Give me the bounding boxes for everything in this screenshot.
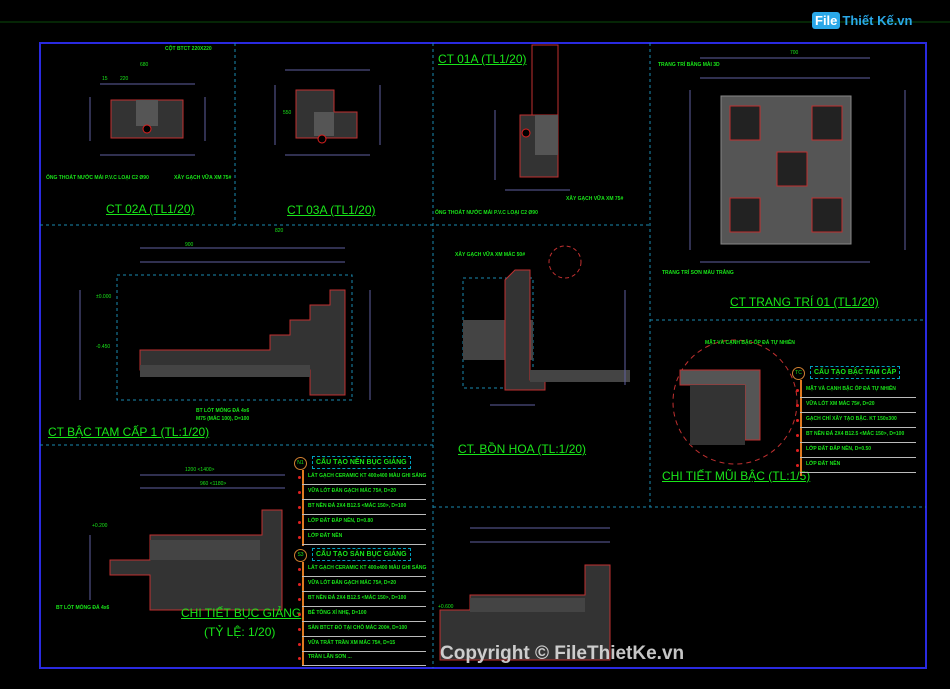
filethietke-logo: File Thiết Kế.vn [812,12,912,29]
legend-badge: TC [792,367,805,380]
legend-bar [800,380,802,476]
ct02a-plan [89,83,206,156]
title-buc-giang-scale: (TỶ LỆ: 1/20) [204,625,276,639]
note-trang-tri-bot: TRANG TRÍ SƠN MÀU TRẮNG [662,270,734,276]
note-xay-gach-01a: XÂY GẠCH VỮA XM 75# [566,196,624,202]
legend-item: VỮA LÓT ĐÁN GẠCH MÁC 75#, D=20 [298,486,426,500]
legend-item: TRẦN LĂN SƠN ... [298,652,426,666]
title-buc-giang: CHI TIẾT BỤC GIẢNG [181,606,302,620]
level-200: +0.200 [92,523,108,529]
note-cot-btct: CỘT BTCT 220X220 [165,46,212,52]
logo-rest: Thiết Kế.vn [842,13,913,28]
dim-550: 550 [283,110,292,116]
note-trang-tri-top: TRANG TRÍ BẰNG MÀI 3D [658,62,720,68]
note-xay-gach: XÂY GẠCH VỮA XM 75# [174,175,232,181]
legend-item: GẠCH CHỈ XÂY TẠO BẬC. KT 150x300 [796,414,916,428]
legend-item: BT NỀN ĐÁ 2X4 B12.5 <MÁC 150>, D=100 [796,429,916,443]
title-mui-bac: CHI TIẾT MŨI BẬC (TL:1/5) [662,469,811,483]
dim-900: 900 [185,242,194,248]
trang-tri-plan [689,57,906,263]
note-mac: M75 (MÁC 100), D=100 [196,416,250,422]
dim-1200: 1200 <1400> [185,467,215,473]
legend-bar [302,562,304,666]
legend-item: BÊ TÔNG XỈ NHẸ, D=100 [298,608,426,622]
title-ct02a: CT 02A (TL1/20) [106,202,195,216]
note-bt-lot-bg: BT LÓT MÓNG ĐÁ 4x6 [56,605,110,611]
legend-title: CẤU TẠO BẬC TAM CẤP [810,366,901,379]
title-ct01a: CT 01A (TL1/20) [438,52,527,66]
legend-item: LÁT GẠCH CERAMIC KT 400x400 MÀU GHI SÁNG [298,563,426,577]
legend-badge: S3 [294,549,307,562]
legend-item: BT NỀN ĐÁ 2X4 B12.5 <MÁC 150>, D=100 [298,593,426,607]
note-ong-thoat-01a: ỐNG THOÁT NƯỚC MÁI P.V.C LOẠI C2 Ø90 [435,210,538,216]
ct03a-plan [274,69,381,156]
legend-bar [302,470,304,546]
bac-tam-cap-section [79,247,371,401]
level-600: +0.600 [438,604,454,610]
dim-15: 15 [102,76,108,82]
mui-bac-detail [672,339,798,465]
legend-item: LÁT GẠCH CERAMIC KT 400x400 MÀU GHI SÁNG [298,471,426,485]
note-bt-lot: BT LÓT MÓNG ĐÁ 4x6 [196,408,250,414]
logo-file: File [812,12,841,29]
legend-item: VỮA LÓT ĐÁN GẠCH MÁC 75#, D=20 [298,578,426,592]
legend-badge: N1 [294,457,307,470]
dim-220: 220 [120,76,129,82]
legend-item: SÀN BTCT ĐỔ TẠI CHỖ MÁC 200#, D=100 [298,623,426,637]
title-trang-tri: CT TRANG TRÍ 01 (TL1/20) [730,295,879,309]
legend-item: LỚP ĐẤT ĐẮP NỀN, D=0.80 [298,516,426,530]
panel-dividers [40,43,926,668]
legend-title: CẤU TẠO NỀN BỤC GIẢNG [312,456,411,469]
legend-item: MẶT VÀ CẠNH BẬC ỐP ĐÁ TỰ NHIÊN [796,384,916,398]
note-xay-gach-bh: XÂY GẠCH VỮA XM MÁC 50# [455,252,525,258]
buc-giang-section-2 [439,527,611,661]
dim-960: 960 <1180> [200,481,227,487]
dim-820: 820 [275,228,284,234]
legend-item: LỚP ĐẤT ĐẮP NỀN, D=0.50 [796,444,916,458]
ct01a-plan [494,44,570,191]
legend-item: BT NỀN ĐÁ 2X4 B12.5 <MÁC 150>, D=100 [298,501,426,515]
note-mat-va-canh: MẶT VÀ CẠNH BẬC ỐP ĐÁ TỰ NHIÊN [705,340,795,346]
bon-hoa-section [462,245,630,406]
level-neg450: -0.450 [96,344,111,350]
legend-title: CẤU TẠO SÀN BỤC GIẢNG [312,548,411,561]
title-ct03a: CT 03A (TL1/20) [287,203,376,217]
copyright-watermark: Copyright © FileThietKe.vn [440,643,685,664]
title-bon-hoa: CT. BỒN HOA (TL:1/20) [458,442,587,456]
level-0: ±0.000 [96,294,112,300]
dim-680: 680 [140,62,149,68]
title-bac-tam-cap: CT BẬC TAM CẤP 1 (TL:1/20) [48,425,210,439]
legend-item: VỮA LÓT XM MÁC 75#, D=20 [796,399,916,413]
sheet-frame [39,42,927,669]
buc-giang-section-1 [89,474,285,611]
dim-700: 700 [790,50,799,56]
note-ong-thoat: ỐNG THOÁT NƯỚC MÁI P.V.C LOẠI C2 Ø90 [46,175,149,181]
legend-item: LỚP ĐẤT NỀN [298,531,426,545]
legend-item: VỮA TRÁT TRẦN XM MÁC 75#, D=15 [298,638,426,652]
legend-item: LỚP ĐẤT NỀN [796,459,916,473]
